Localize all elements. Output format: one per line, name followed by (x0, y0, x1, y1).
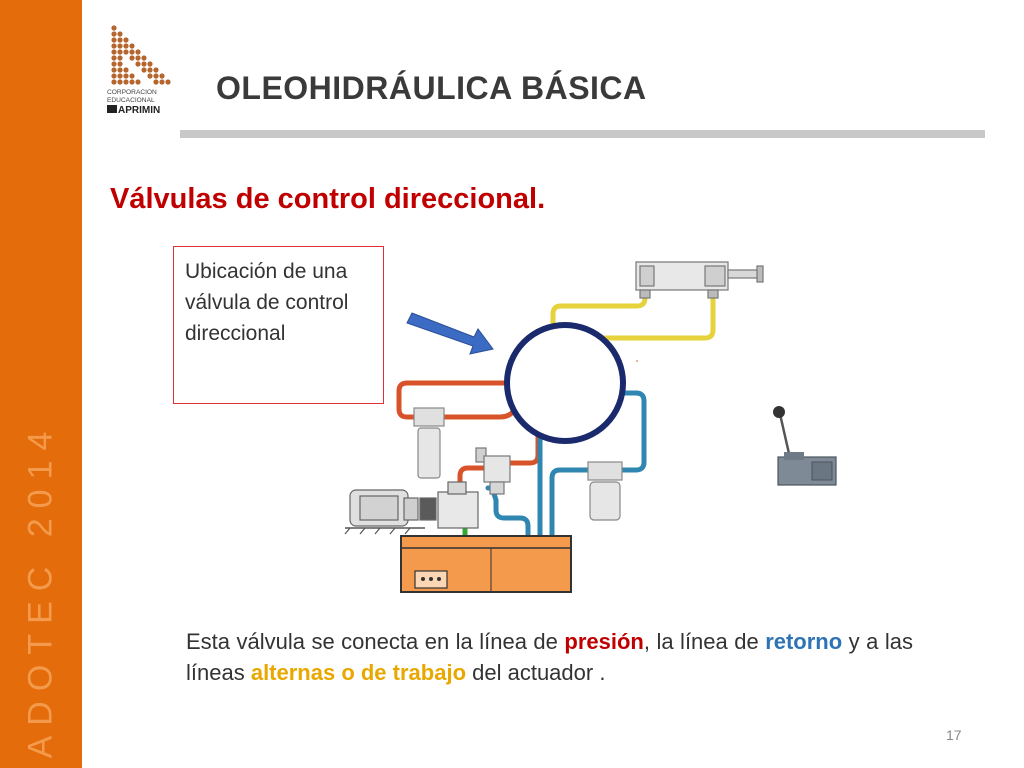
manual-valve-icon (773, 406, 837, 486)
tank-icon (400, 535, 572, 593)
filter-icon (413, 407, 623, 521)
header-title: OLEOHIDRÁULICA BÁSICA (216, 70, 647, 106)
valve-circle-icon (504, 322, 626, 444)
motor-icon (344, 489, 425, 535)
callout-box: Ubicación de una válvula de control dire… (173, 246, 384, 404)
relief-valve-icon (475, 447, 511, 495)
svg-text:EDUCACIONAL: EDUCACIONAL (107, 97, 155, 104)
header-divider (180, 130, 985, 138)
keyword-pressure: presión (564, 629, 644, 654)
keyword-return: retorno (765, 629, 843, 654)
callout-text: Ubicación de una válvula de control dire… (185, 260, 349, 345)
work-lines (550, 287, 716, 341)
svg-text:APRIMIN: APRIMIN (118, 105, 160, 116)
pressure-lines (396, 380, 541, 495)
company-logo: CORPORACION EDUCACIONAL APRIMIN (107, 25, 171, 116)
slide-title: Válvulas de control direccional. (110, 183, 546, 215)
svg-text:CORPORACION: CORPORACION (107, 89, 157, 96)
page-number: 17 (946, 727, 962, 743)
body-paragraph: Esta válvula se conecta en la línea de p… (186, 629, 913, 685)
sidebar-band: ADOTEC 2014 (0, 0, 82, 768)
arrow-icon (406, 312, 494, 355)
keyword-work-lines: alternas o de trabajo (250, 660, 467, 685)
cylinder-icon (635, 261, 764, 299)
pump-icon (419, 481, 479, 529)
